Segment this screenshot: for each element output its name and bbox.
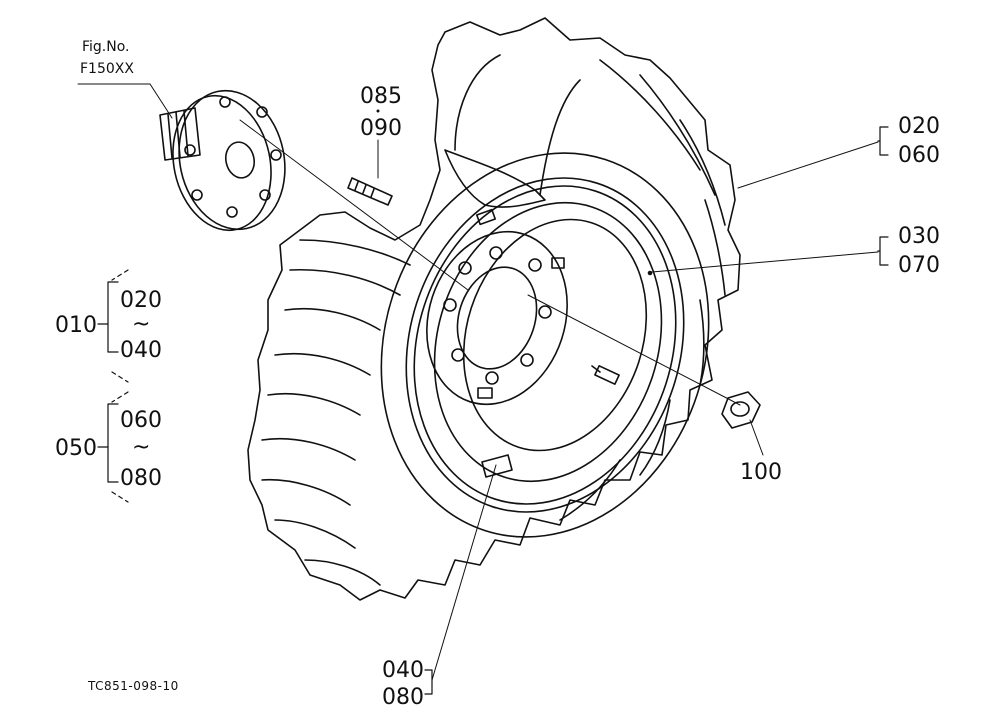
rim-bolt-holes [443,246,552,385]
callout-tire-a: 020 [898,114,940,139]
hub-flange [159,89,286,232]
right-tread-lugs [559,59,726,521]
rim-tag-top [475,208,497,226]
leader-lines [77,83,879,681]
assembly-code-010: 010 [55,313,97,338]
rim-label-plate [481,454,513,478]
rim-outer-flange [405,177,685,513]
bracket-asm-010 [107,281,119,353]
wheel-nut [721,391,761,429]
stud-callout-dot [376,109,380,113]
tire [247,17,741,601]
callout-nut: 100 [740,460,782,485]
bracket-rim [879,236,889,266]
fig-no-value: F150XX [80,61,134,77]
tire-outer-tread [247,17,741,601]
valve-stem [591,365,620,385]
left-tread-lugs [261,239,411,586]
assembly-010-to: 040 [120,338,162,363]
callout-rim-b: 070 [898,253,940,278]
assembly-010-from: 020 [120,288,162,313]
callout-stud-b: 090 [360,116,402,141]
tire-cutaway [444,149,546,208]
callout-stud-a: 085 [360,84,402,109]
hub-flange-face [178,89,286,231]
wheel-stud [347,177,393,206]
rim-tag-right [551,257,565,269]
bracket-valve [424,669,433,695]
callout-rim-a: 030 [898,224,940,249]
tire-sidewall-inner [380,152,710,538]
callout-valve-a: 040 [382,658,424,683]
axle-spline [159,107,201,161]
hub-bolt-holes [184,96,282,218]
assembly-050-from: 060 [120,408,162,433]
bracket-tire [879,126,889,156]
rim-tag-bottom [477,387,493,399]
callout-valve-b: 080 [382,685,424,710]
assembly-code-050: 050 [55,436,97,461]
rim [405,177,685,513]
drawing-code: TC851-098-10 [88,679,179,693]
assembly-010-range: ~ [132,312,151,337]
hub-center [225,141,255,179]
assembly-050-to: 080 [120,466,162,491]
fig-no-label: Fig.No. [82,39,130,55]
callout-tire-b: 060 [898,143,940,168]
rim-center-hole [456,266,538,370]
assembly-050-range: ~ [132,435,151,460]
dashed-brace [111,269,129,503]
callout-brackets [97,126,889,695]
bracket-asm-050 [107,403,119,483]
rim-disc [426,230,568,406]
